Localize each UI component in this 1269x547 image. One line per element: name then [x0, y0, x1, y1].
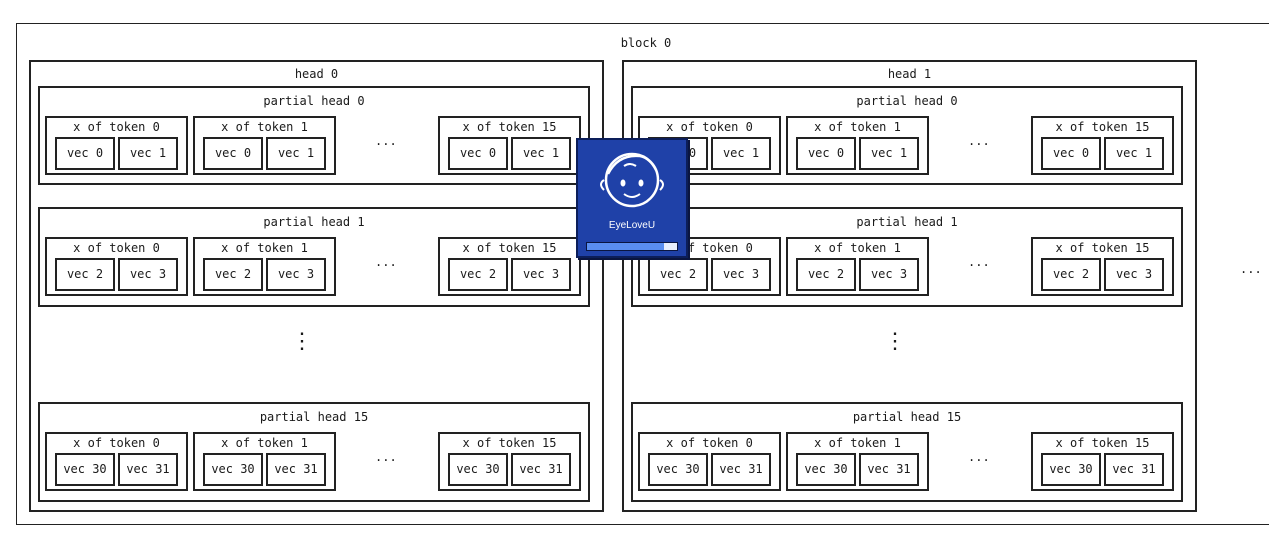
token-label: x of token 0	[73, 120, 160, 134]
vec-cell: vec 1	[1104, 137, 1164, 170]
vec-cell: vec 30	[55, 453, 115, 486]
token-label: x of token 0	[73, 241, 160, 255]
partial-gap-dots: ⋮	[291, 331, 313, 353]
widget-progress-fill	[587, 243, 664, 250]
vec-cell: vec 31	[511, 453, 571, 486]
token-gap-dots: ...	[375, 450, 397, 464]
vec-cell: vec 2	[796, 258, 856, 291]
vec-cell: vec 0	[448, 137, 508, 170]
vec-cell: vec 2	[648, 258, 708, 291]
token-label: x of token 15	[462, 120, 557, 134]
widget-progress-bar	[586, 242, 678, 251]
head-label: head 0	[294, 67, 339, 81]
token-gap-dots: ...	[968, 450, 990, 464]
token-label: x of token 1	[221, 241, 308, 255]
partial-head-label: partial head 1	[263, 215, 365, 229]
vec-cell: vec 1	[859, 137, 919, 170]
vec-cell: vec 31	[118, 453, 178, 486]
vec-cell: vec 0	[55, 137, 115, 170]
token-label: x of token 1	[221, 120, 308, 134]
vec-cell: vec 0	[203, 137, 263, 170]
token-label: x of token 0	[666, 120, 753, 134]
vec-cell: vec 3	[511, 258, 571, 291]
vec-cell: vec 30	[448, 453, 508, 486]
vec-cell: vec 3	[1104, 258, 1164, 291]
block-label: block 0	[620, 36, 672, 50]
vec-cell: vec 31	[1104, 453, 1164, 486]
vec-cell: vec 0	[796, 137, 856, 170]
token-label: x of token 15	[1055, 436, 1150, 450]
vec-cell: vec 31	[711, 453, 771, 486]
token-label: x of token 1	[221, 436, 308, 450]
token-label: x of token 1	[814, 241, 901, 255]
vec-cell: vec 31	[266, 453, 326, 486]
vec-cell: vec 30	[796, 453, 856, 486]
vec-cell: vec 3	[711, 258, 771, 291]
vec-cell: vec 1	[711, 137, 771, 170]
vec-cell: vec 31	[859, 453, 919, 486]
vec-cell: vec 1	[266, 137, 326, 170]
more-heads-dots: ...	[1240, 262, 1262, 276]
vec-cell: vec 30	[203, 453, 263, 486]
token-label: x of token 15	[462, 436, 557, 450]
vec-cell: vec 2	[448, 258, 508, 291]
partial-head-label: partial head 15	[852, 410, 962, 424]
vec-cell: vec 2	[55, 258, 115, 291]
vec-cell: vec 3	[118, 258, 178, 291]
token-gap-dots: ...	[968, 255, 990, 269]
widget-label: EyeLoveU	[608, 220, 656, 231]
partial-gap-dots: ⋮	[884, 331, 906, 353]
token-label: x of token 1	[814, 436, 901, 450]
token-label: x of token 0	[73, 436, 160, 450]
eyeloveu-widget[interactable]: EyeLoveU	[576, 138, 688, 258]
vec-cell: vec 2	[1041, 258, 1101, 291]
vec-cell: vec 0	[1041, 137, 1101, 170]
token-label: x of token 15	[1055, 120, 1150, 134]
token-label: x of token 0	[666, 436, 753, 450]
vec-cell: vec 30	[1041, 453, 1101, 486]
partial-head-label: partial head 0	[263, 94, 365, 108]
token-gap-dots: ...	[375, 255, 397, 269]
face-icon	[600, 152, 664, 208]
vec-cell: vec 2	[203, 258, 263, 291]
token-gap-dots: ...	[968, 134, 990, 148]
partial-head-label: partial head 1	[856, 215, 958, 229]
vec-cell: vec 30	[648, 453, 708, 486]
partial-head-label: partial head 15	[259, 410, 369, 424]
vec-cell: vec 3	[266, 258, 326, 291]
vec-cell: vec 3	[859, 258, 919, 291]
head-label: head 1	[887, 67, 932, 81]
vec-cell: vec 1	[511, 137, 571, 170]
partial-head-label: partial head 0	[856, 94, 958, 108]
token-label: x of token 1	[814, 120, 901, 134]
token-label: x of token 15	[1055, 241, 1150, 255]
token-label: x of token 15	[462, 241, 557, 255]
vec-cell: vec 1	[118, 137, 178, 170]
token-gap-dots: ...	[375, 134, 397, 148]
